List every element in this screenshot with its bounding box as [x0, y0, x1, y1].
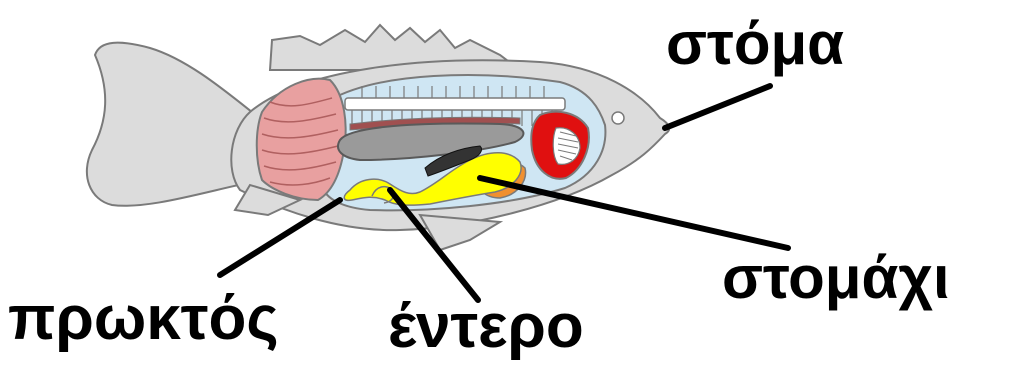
leader-line-mouth [665, 86, 770, 128]
eye [612, 112, 624, 124]
label-mouth: στόμα [666, 14, 844, 74]
vertebrae [345, 98, 565, 110]
label-stomach: στομάχι [722, 248, 950, 308]
label-intestine: έντερο [388, 296, 584, 358]
leader-line-stomach [480, 178, 788, 248]
label-anus: πρωκτός [8, 288, 279, 350]
